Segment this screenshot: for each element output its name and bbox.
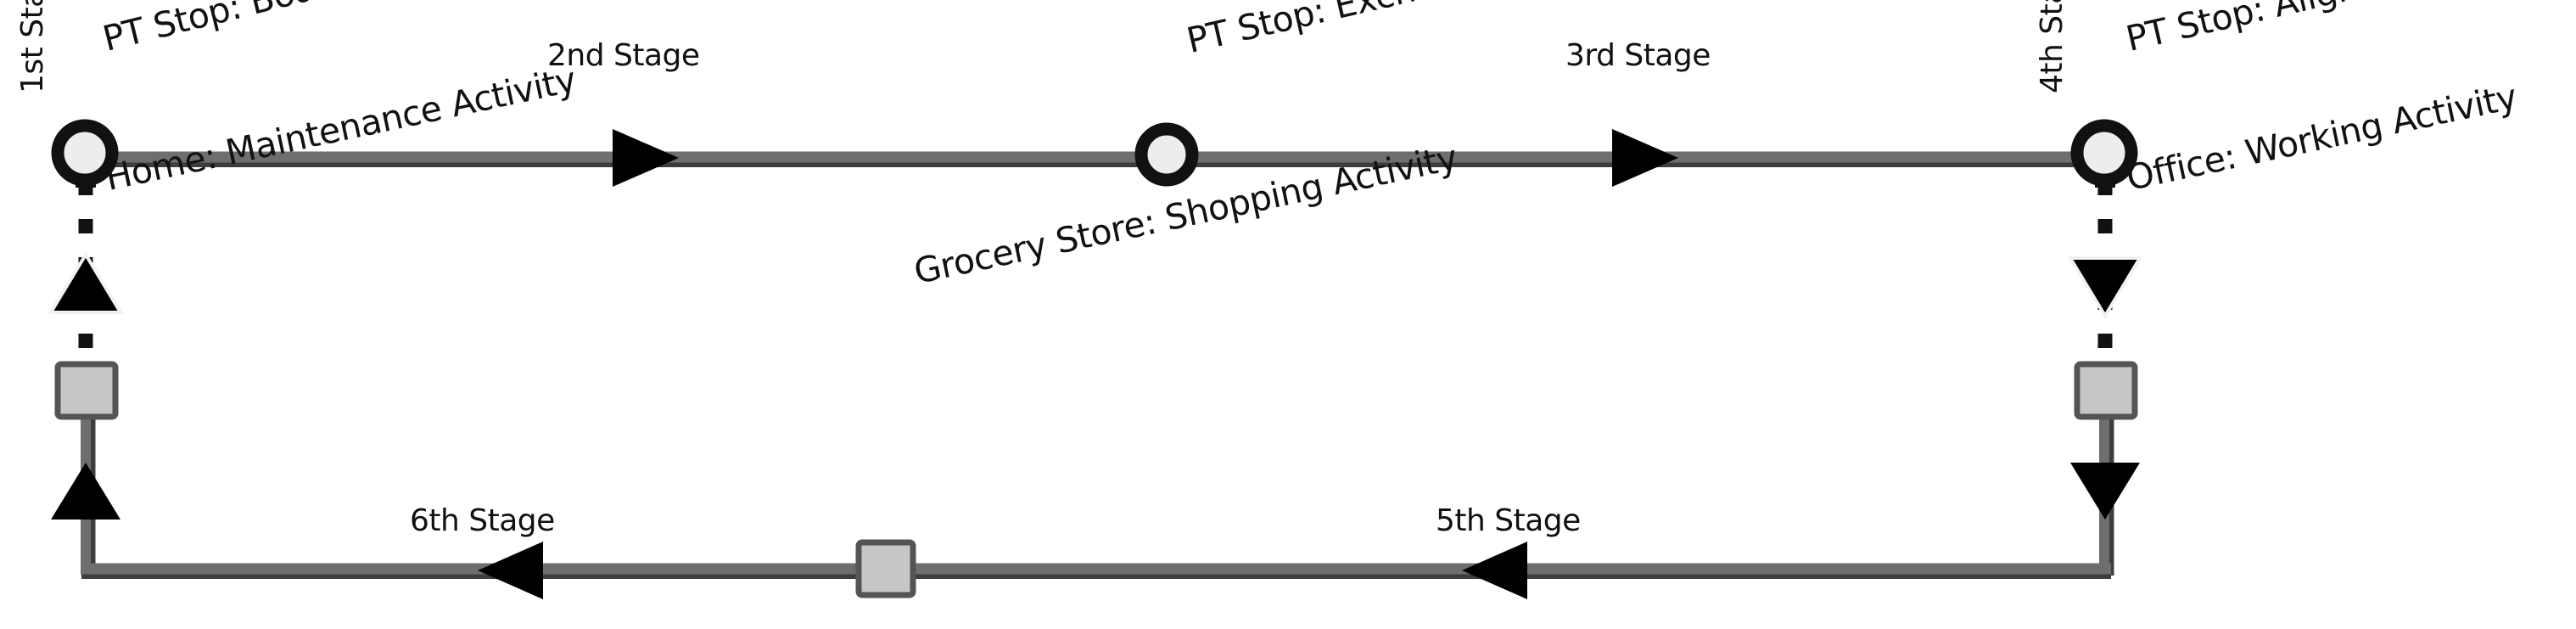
arrowhead-stage-2 — [613, 129, 679, 187]
arrowhead-stage-6 — [478, 542, 543, 599]
arrowhead-stage-5 — [1462, 542, 1527, 599]
label-stage-5: 5th Stage — [1436, 503, 1581, 538]
node-office[interactable] — [2074, 361, 2138, 420]
arrowhead-stage-1 — [48, 251, 124, 314]
arrowhead-home-inbound — [51, 463, 120, 519]
node-pt-stop-exchange[interactable] — [1134, 122, 1199, 187]
node-pt-stop-boarding[interactable] — [51, 119, 119, 187]
arrowhead-stage-3 — [1612, 129, 1678, 187]
edge-bottom-line — [81, 563, 2111, 579]
node-pt-stop-alighting[interactable] — [2070, 119, 2138, 187]
node-home[interactable] — [54, 361, 119, 420]
arrowhead-office-outbound — [2070, 463, 2140, 519]
label-stage-4: 4th Stage — [2035, 0, 2069, 93]
node-grocery-store[interactable] — [855, 539, 916, 598]
label-stage-1: 1st Stage — [15, 0, 50, 93]
arrowhead-stage-4 — [2067, 256, 2143, 319]
edge-top-line — [85, 151, 2104, 167]
label-stage-3: 3rd Stage — [1565, 38, 1711, 73]
label-stage-6: 6th Stage — [410, 503, 555, 538]
label-stage-2: 2nd Stage — [547, 38, 700, 73]
